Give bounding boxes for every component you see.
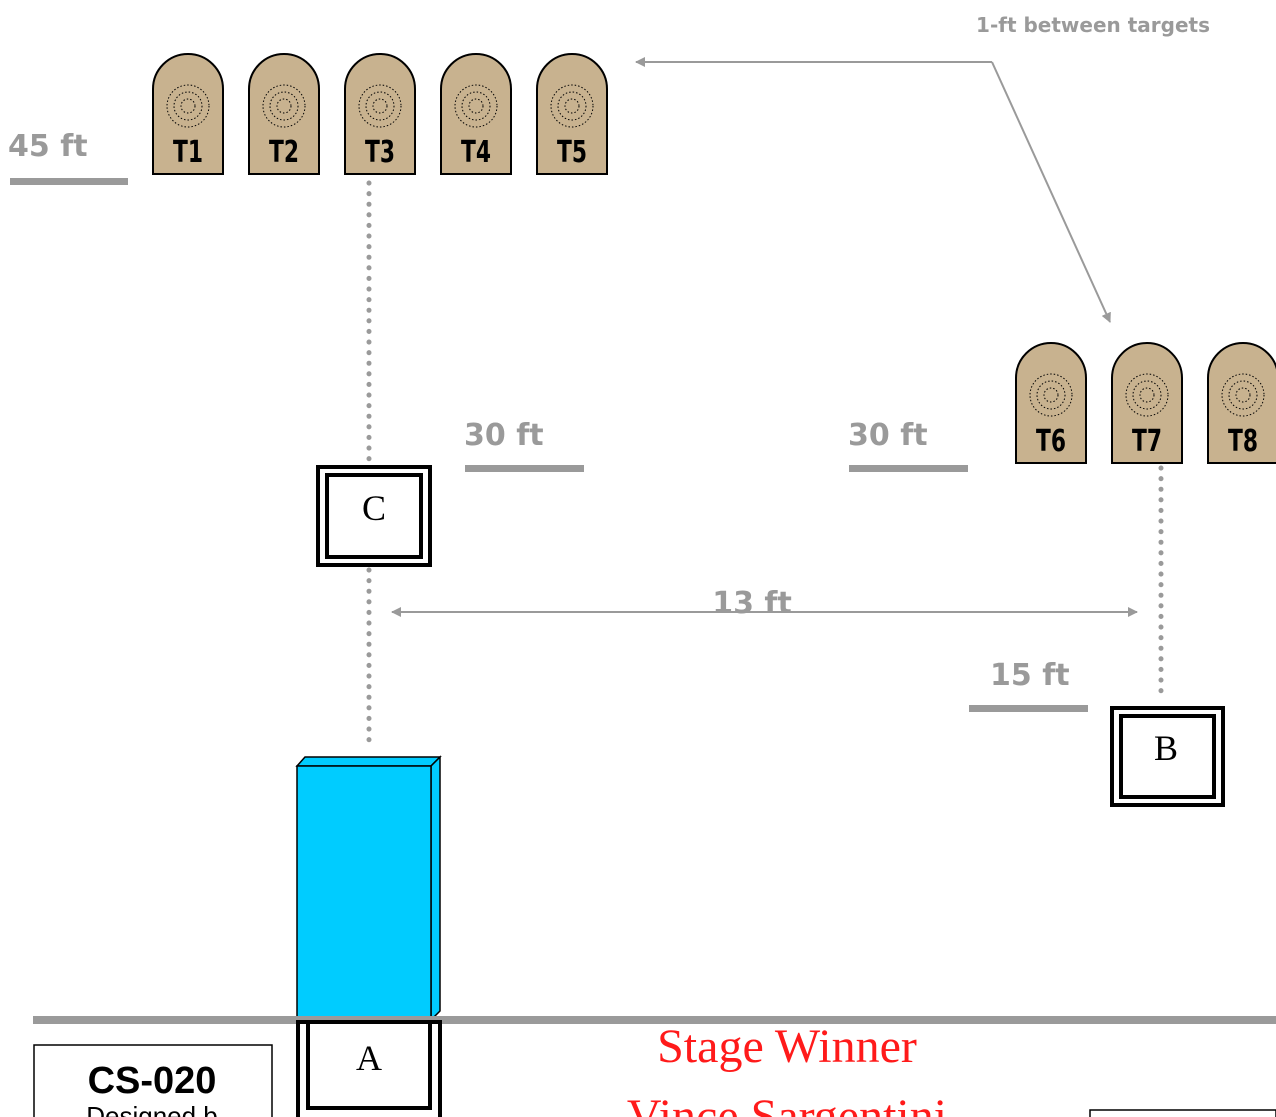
- far-target-row: T1 T2 T3 T4 T5: [152, 53, 608, 175]
- lateral-distance: 13 ft: [712, 586, 792, 621]
- target-t1: T1: [152, 53, 224, 175]
- target-t6: T6: [1015, 342, 1087, 464]
- near-target-row: T6 T7 T8: [1015, 342, 1276, 464]
- near-row-distance-left-bar: [465, 465, 584, 472]
- corner-panel: [1089, 1109, 1276, 1117]
- target-t4: T4: [440, 53, 512, 175]
- target-label: T1: [173, 135, 203, 170]
- target-label: T5: [557, 135, 587, 170]
- target-t8: T8: [1207, 342, 1276, 464]
- target-t2: T2: [248, 53, 320, 175]
- target-spacing-note: 1-ft between targets: [976, 13, 1210, 37]
- box-b-distance-bar: [969, 705, 1088, 712]
- stage-winner-name: Vince Sargentini: [627, 1090, 947, 1117]
- stage-code-panel: CS-020 Designed b: [33, 1044, 273, 1117]
- shooting-box-a: A: [296, 1020, 442, 1117]
- stage-code: CS-020: [88, 1060, 217, 1102]
- near-row-distance-left: 30 ft: [464, 418, 544, 453]
- target-label: T2: [269, 135, 299, 170]
- target-label: T3: [365, 135, 395, 170]
- fault-line: [33, 1016, 1276, 1024]
- box-b-distance: 15 ft: [990, 658, 1070, 693]
- stage-winner-label: Stage Winner: [657, 1020, 917, 1073]
- near-row-distance-right-bar: [849, 465, 968, 472]
- shooting-box-c: C: [316, 465, 432, 567]
- far-row-distance: 45 ft: [8, 129, 88, 164]
- target-t5: T5: [536, 53, 608, 175]
- designed-by: Designed b: [86, 1101, 218, 1117]
- target-label: T8: [1228, 424, 1258, 459]
- target-t7: T7: [1111, 342, 1183, 464]
- target-label: T7: [1132, 424, 1162, 459]
- target-label: T6: [1036, 424, 1066, 459]
- far-row-distance-bar: [10, 178, 128, 185]
- target-spacing-arrow-leg: [991, 61, 1111, 323]
- barrier: [295, 755, 442, 1022]
- target-t3: T3: [344, 53, 416, 175]
- shooting-box-a-label: A: [356, 1038, 382, 1078]
- shooting-box-b: B: [1110, 706, 1225, 807]
- target-label: T4: [461, 135, 491, 170]
- near-row-distance-right: 30 ft: [848, 418, 928, 453]
- shooting-box-c-label: C: [362, 488, 386, 528]
- shooting-box-b-label: B: [1154, 728, 1178, 768]
